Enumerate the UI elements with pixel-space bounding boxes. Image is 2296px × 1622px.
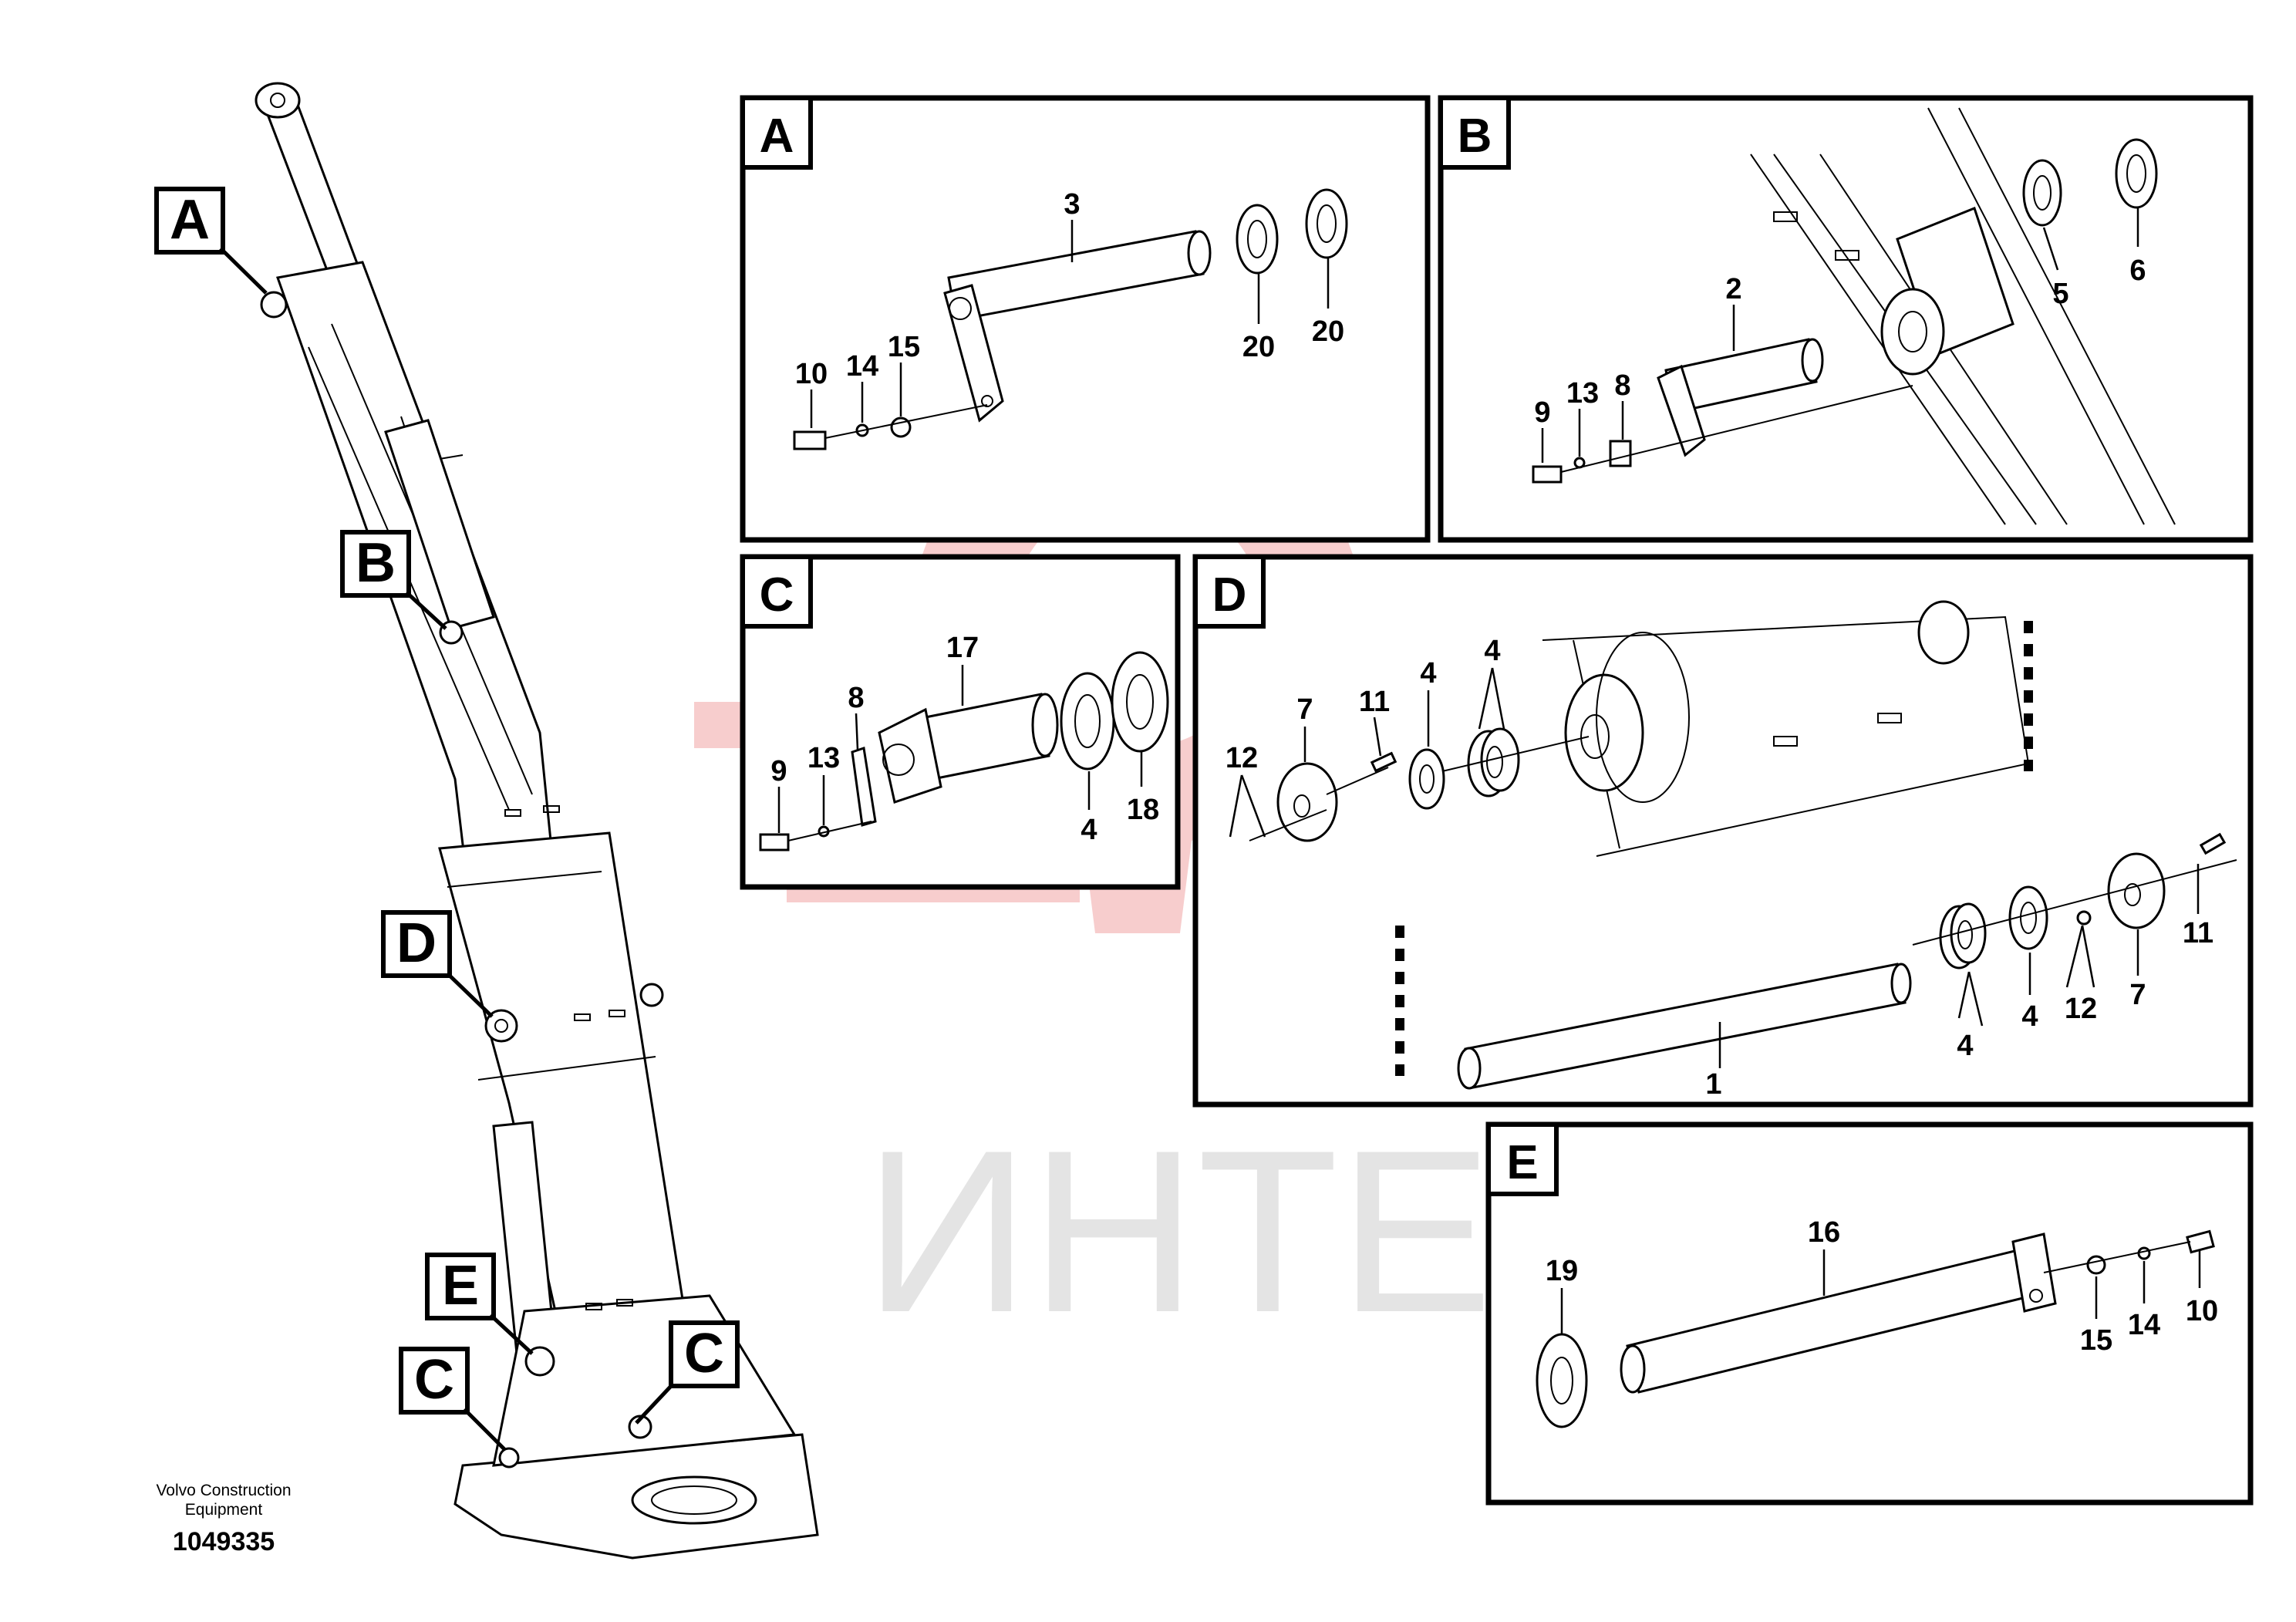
shim-20b [1305,188,1348,259]
part-number-label: 13 [807,742,840,774]
slew-ring [631,1475,757,1525]
part-number-label: 11 [2183,917,2213,949]
callout-D[interactable]: D [381,910,494,1018]
panel-D: D [1192,554,2254,1108]
part-number-label: 18 [1127,794,1159,826]
part-number-label: 4 [1957,1030,1973,1062]
washer-7-bottom [2107,852,2166,929]
part-number-label: 12 [2065,993,2097,1025]
part-number-label: 14 [2128,1309,2160,1341]
label: B [356,532,396,594]
callout-C-right[interactable]: C [635,1320,740,1425]
part-number-label: 4 [1484,635,1500,667]
part-number-label: 6 [2129,255,2146,287]
part-number-label: 7 [1296,693,1313,726]
part-number-label: 17 [946,632,979,664]
boom-base-upper [492,1294,797,1467]
shim-18 [1111,651,1169,753]
shim-19 [1536,1333,1588,1428]
shim-5 [2022,159,2062,227]
part-number-label: 10 [2186,1295,2218,1327]
part-number-label: 14 [846,350,878,383]
label: A [760,110,794,163]
part-number-label: 8 [848,682,864,714]
label: D [1212,568,1247,622]
panel-A: A 3 20 20 10 14 15 [740,95,1431,543]
lock-plate-8 [851,747,877,827]
part-number-label: 4 [1081,814,1097,846]
part-number-label: 10 [795,358,828,390]
label: C [684,1323,724,1384]
part-number-label: 2 [1725,273,1741,305]
shim-6 [2115,138,2158,209]
part-number-label: 15 [2080,1324,2112,1357]
part-number-label: 16 [1808,1216,1840,1249]
shim-4 [1060,672,1115,771]
callout-C-left[interactable]: C [399,1347,507,1452]
boom-overview [255,82,819,1560]
label: D [396,912,437,974]
company-line2: Equipment [185,1501,263,1519]
part-number-label: 9 [770,755,787,787]
label: E [1506,1136,1538,1189]
panel-B: B 2 5 6 9 13 8 [1438,95,2254,543]
part-number-label: 11 [1359,686,1390,718]
callout-B[interactable]: B [340,530,447,630]
boom-cylinder-body [384,419,495,630]
shim-20a [1236,204,1279,275]
company-line1: Volvo Construction [156,1482,291,1499]
footer: Volvo Construction Equipment 1049335 [156,1482,291,1556]
label: E [442,1255,479,1317]
part-number-label: 5 [2052,278,2068,310]
shim-4-top [1408,748,1445,810]
boom-cylinder-eye [255,82,301,119]
panel-C: C 17 8 13 9 4 18 [740,554,1181,890]
label: C [760,568,794,622]
label: B [1458,110,1492,163]
part-number-label: 4 [2021,1000,2038,1033]
part-number-label: 9 [1534,396,1550,429]
part-number-label: 7 [2129,979,2146,1011]
label: C [414,1349,454,1411]
part-number-label: 12 [1226,742,1258,774]
part-number-label: 3 [1064,188,1080,221]
part-number-label: 15 [888,331,920,363]
part-number-label: 13 [1566,377,1599,410]
part-number-label: 4 [1420,657,1436,690]
part-number-label: 20 [1312,315,1344,348]
part-number-label: 8 [1614,369,1630,402]
part-number-label: 1 [1705,1068,1721,1101]
callout-A[interactable]: A [154,187,268,295]
washer-7-top [1276,762,1338,842]
panel-E: E 16 19 15 14 10 [1485,1121,2254,1506]
shim-4-bottom [2008,885,2048,950]
drawing-number: 1049335 [173,1527,275,1556]
callout-E[interactable]: E [425,1253,534,1355]
boom-upper [275,261,557,912]
part-number-label: 20 [1242,331,1275,363]
label: A [170,189,210,251]
part-number-label: 19 [1546,1255,1578,1287]
